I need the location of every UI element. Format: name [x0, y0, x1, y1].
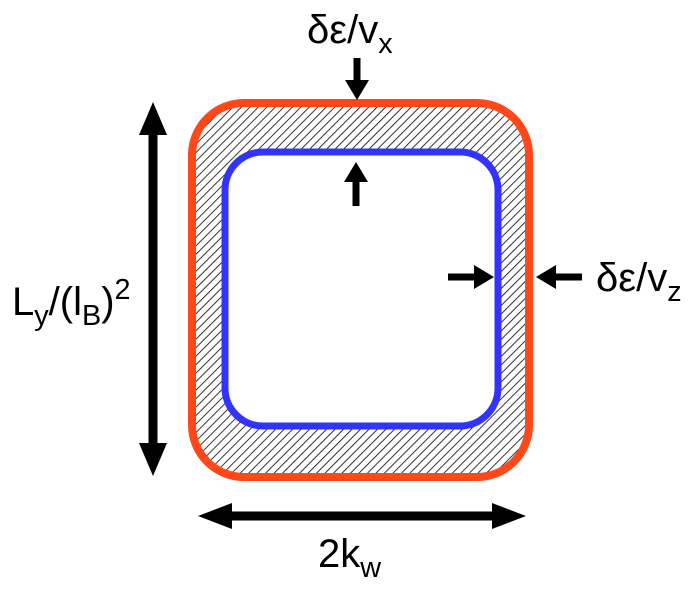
- label-bottom-2kw: 2kw: [318, 532, 381, 582]
- top-down-arrow-icon: [345, 58, 369, 100]
- label-right-delta-epsilon-vz: δε/vz: [596, 256, 682, 306]
- inner-right-arrow-icon: [448, 265, 494, 289]
- label-left-sub2: B: [81, 300, 102, 333]
- outer-left-arrow-icon: [536, 265, 582, 289]
- outer-boundary: [188, 99, 533, 481]
- label-left-sub1: y: [34, 300, 49, 333]
- label-top-sub: x: [378, 28, 393, 61]
- label-left-ly-over-lb-squared: Ly/(lB)2: [12, 276, 131, 331]
- inner-boundary: [221, 148, 502, 430]
- label-left-sup: 2: [114, 274, 131, 307]
- inner-up-arrow-icon: [344, 162, 368, 206]
- label-left-b: /(l: [48, 280, 82, 324]
- label-top-main: δε/v: [307, 8, 379, 52]
- label-bottom-main: 2k: [318, 532, 361, 576]
- label-left-c: ): [101, 280, 115, 324]
- label-right-sub: z: [667, 276, 682, 309]
- horizontal-double-arrow-icon: [198, 503, 526, 529]
- label-right-main: δε/v: [596, 256, 668, 300]
- label-left-a: L: [12, 280, 35, 324]
- label-bottom-sub: w: [360, 552, 382, 585]
- label-top-delta-epsilon-vx: δε/vx: [307, 8, 393, 58]
- vertical-double-arrow-icon: [139, 102, 167, 476]
- hatched-shell: [192, 103, 529, 477]
